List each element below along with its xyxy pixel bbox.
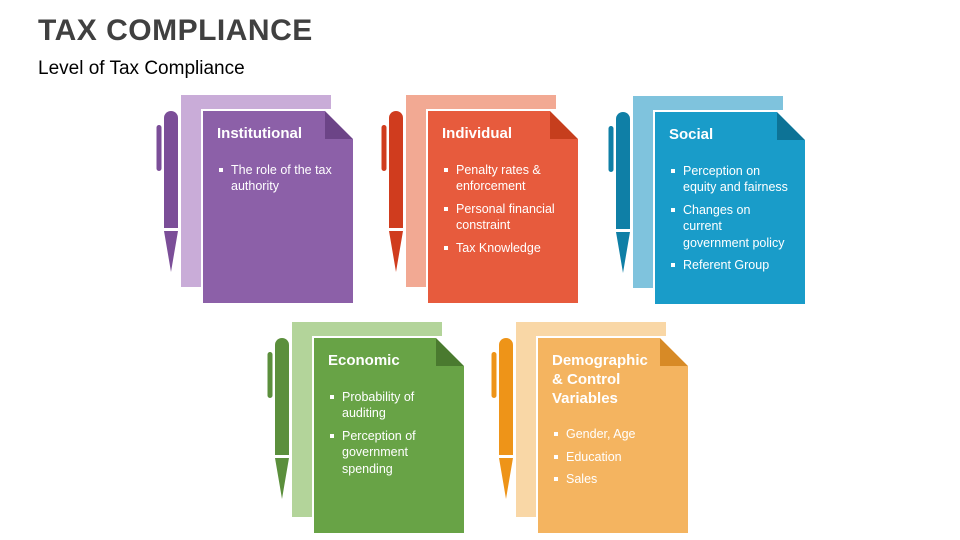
bullet-list: Perception on equity and fairness Change… — [655, 163, 805, 274]
card-demographic: Demographic & Control Variables Gender, … — [490, 322, 690, 537]
bullet-list: Penalty rates & enforcement Personal fin… — [428, 162, 578, 257]
card-social: Social Perception on equity and fairness… — [607, 96, 807, 311]
bullet-item: Changes on current government policy — [671, 202, 789, 252]
page-title: TAX COMPLIANCE — [38, 14, 313, 47]
bullet-list: Gender, Age Education Sales — [538, 426, 688, 488]
bullet-item: Referent Group — [671, 257, 789, 274]
card-heading: Social — [669, 126, 714, 143]
bullet-item: Perception of government spending — [330, 428, 448, 478]
bullet-item: Perception on equity and fairness — [671, 163, 789, 196]
bullet-item: Education — [554, 449, 640, 466]
bullet-item: Tax Knowledge — [444, 240, 562, 257]
pen-icon — [155, 109, 183, 279]
card-heading: Economic — [328, 352, 400, 369]
page-subtitle: Level of Tax Compliance — [38, 58, 245, 79]
bullet-item: Probability of auditing — [330, 389, 448, 422]
bullet-item: The role of the tax authority — [219, 162, 337, 195]
corner-cut — [660, 338, 688, 366]
note-card: Individual Penalty rates & enforcement P… — [428, 111, 578, 303]
corner-cut — [325, 111, 353, 139]
note-card: Demographic & Control Variables Gender, … — [538, 338, 688, 533]
card-economic: Economic Probability of auditing Percept… — [266, 322, 466, 537]
note-card: Institutional The role of the tax author… — [203, 111, 353, 303]
pen-icon — [380, 109, 408, 279]
card-heading: Demographic & Control Variables — [552, 352, 648, 407]
card-individual: Individual Penalty rates & enforcement P… — [380, 95, 580, 310]
card-heading: Individual — [442, 125, 513, 142]
card-institutional: Institutional The role of the tax author… — [155, 95, 355, 310]
bullet-item: Sales — [554, 471, 640, 488]
corner-cut — [436, 338, 464, 366]
bullet-item: Gender, Age — [554, 426, 640, 443]
bullet-list: Probability of auditing Perception of go… — [314, 389, 464, 478]
bullet-item: Penalty rates & enforcement — [444, 162, 562, 195]
note-card: Social Perception on equity and fairness… — [655, 112, 805, 304]
pen-icon — [607, 110, 635, 280]
bullet-item: Personal financial constraint — [444, 201, 562, 234]
bullet-list: The role of the tax authority — [203, 162, 353, 195]
pen-icon — [490, 336, 518, 506]
corner-cut — [777, 112, 805, 140]
pen-icon — [266, 336, 294, 506]
card-heading: Institutional — [217, 125, 302, 142]
corner-cut — [550, 111, 578, 139]
note-card: Economic Probability of auditing Percept… — [314, 338, 464, 533]
